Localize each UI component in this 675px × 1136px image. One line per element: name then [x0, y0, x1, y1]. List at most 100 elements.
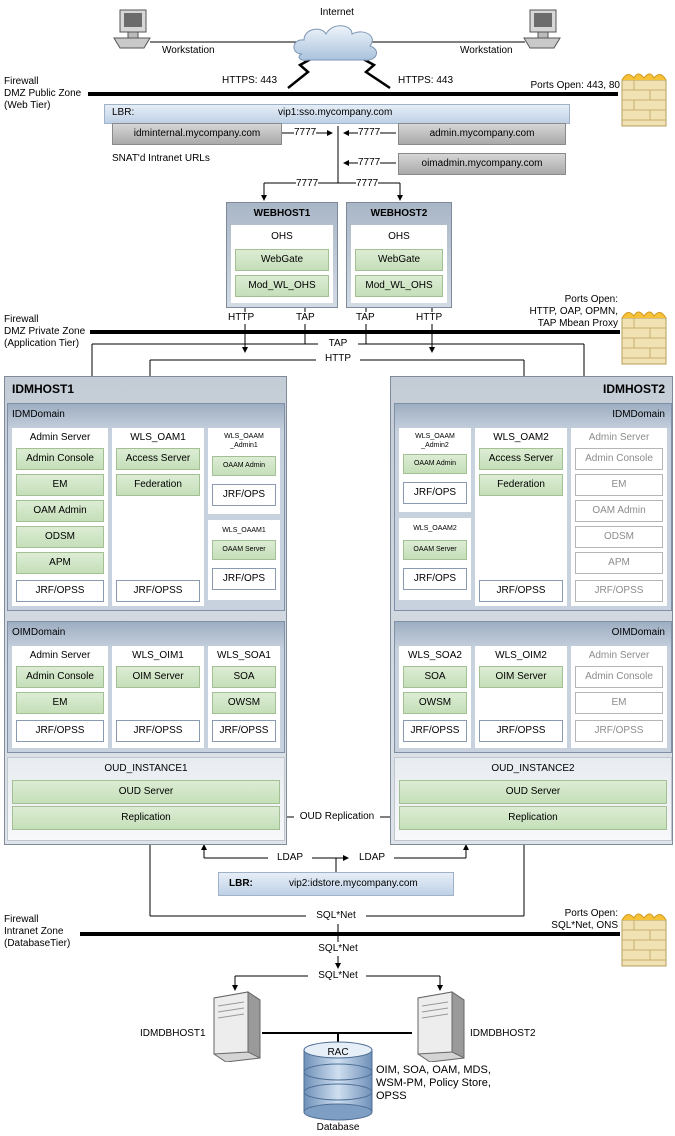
idm1-oam1-item: Federation — [116, 474, 200, 496]
firewall-intranet-label: Firewall Intranet Zone (DatabaseTier) — [4, 914, 71, 949]
idm2-oam2-item: Federation — [479, 474, 563, 496]
idm1-admin-item: ODSM — [16, 526, 104, 548]
sqlnet-label-1: SQL*Net — [316, 910, 356, 921]
idm2-admin-item: APM — [575, 552, 663, 574]
firewall-wall-icon-2 — [620, 308, 670, 371]
idm1-oim1-jrf: JRF/OPSS — [116, 720, 200, 742]
idm2-oim-admin-item: EM — [575, 692, 663, 714]
db-host2-label: IDMDBHOST2 — [470, 1028, 536, 1039]
idm1-soa1-item: OWSM — [212, 692, 276, 714]
idm1-oim-admin-jrf: JRF/OPSS — [16, 720, 104, 742]
internet-label: Internet — [320, 7, 354, 18]
webhost2-webgate: WebGate — [355, 249, 443, 271]
http-label-2: HTTP — [416, 312, 443, 324]
idm1-oud-server: OUD Server — [12, 780, 280, 804]
webhost2-box: WEBHOST2 OHS WebGate Mod_WL_OHS — [346, 202, 452, 308]
lbr1-vip: vip1:sso.mycompany.com — [278, 107, 393, 118]
idmhost2-idmdomain-label: IDMDomain — [612, 409, 665, 420]
ports-open-443-label: Ports Open: 443, 80 — [530, 80, 620, 91]
webhost1-box: WEBHOST1 OHS WebGate Mod_WL_OHS — [226, 202, 338, 308]
idm1-soa1-jrf: JRF/OPSS — [212, 720, 276, 742]
idm1-admin-jrf: JRF/OPSS — [16, 580, 104, 602]
idm1-oud-instance: OUD_INSTANCE1 OUD Server Replication — [7, 757, 285, 841]
tap-label-2: TAP — [356, 312, 375, 324]
idm2-oim2-title: WLS_OIM2 — [495, 650, 547, 661]
idm1-admin-item: OAM Admin — [16, 500, 104, 522]
database-label: Database — [316, 1122, 360, 1133]
idm1-oaam-admin-title: WLS_OAAM _Admin1 — [224, 433, 264, 449]
idmhost1-idmdomain: IDMDomain Admin Server Admin Console EM … — [7, 403, 285, 611]
webhost2-ohs-label: OHS — [388, 231, 410, 242]
idmhost2-title: IDMHOST2 — [602, 382, 665, 396]
idm1-wls-oam1: WLS_OAM1 Access Server Federation JRF/OP… — [112, 428, 204, 606]
port-7777-b: 7777 — [358, 127, 381, 139]
idm2-oud-title: OUD_INSTANCE2 — [491, 763, 575, 774]
idm2-soa2-item: OWSM — [403, 692, 467, 714]
idm2-oim-admin-item: Admin Console — [575, 666, 663, 688]
idm1-admin-title: Admin Server — [29, 432, 91, 443]
workstation-left-label: Workstation — [162, 45, 215, 56]
workstation-right-icon — [520, 8, 564, 55]
workstation-left-icon — [110, 8, 154, 55]
webhost2-title: WEBHOST2 — [370, 208, 428, 219]
idm2-wls-oaam-admin2: WLS_OAAM _Admin2 OAAM Admin JRF/OPS — [399, 428, 471, 512]
idm2-admin-server: Admin Server Admin Console EM OAM Admin … — [571, 428, 667, 606]
port-7777-d: 7777 — [296, 178, 319, 190]
webhost1-modwl: Mod_WL_OHS — [235, 275, 329, 297]
idm2-admin-item: ODSM — [575, 526, 663, 548]
idm2-oud-replication: Replication — [399, 806, 667, 830]
rac-label: RAC — [327, 1047, 349, 1058]
idm2-admin-item: EM — [575, 474, 663, 496]
workstation-right-label: Workstation — [460, 45, 513, 56]
db-server-icon-1 — [208, 990, 264, 1065]
idmhost1-oimdomain: OIMDomain Admin Server Admin Console EM … — [7, 621, 285, 753]
idm1-oim-admin-title: Admin Server — [29, 650, 91, 661]
idm1-wls-oaam1: WLS_OAAM1 OAAM Server JRF/OPS — [208, 520, 280, 600]
idm2-soa2-item: SOA — [403, 666, 467, 688]
idm2-oaam-admin-title: WLS_OAAM _Admin2 — [415, 433, 455, 449]
idm2-oam2-item: Access Server — [479, 448, 563, 470]
tap-mid-label: TAP — [318, 338, 358, 350]
webhost1-title: WEBHOST1 — [253, 208, 311, 219]
idmhost1-title: IDMHOST1 — [12, 382, 75, 396]
idm1-oim-admin-item: Admin Console — [16, 666, 104, 688]
idm1-oaam-admin-jrf: JRF/OPS — [212, 484, 276, 506]
idm1-oaam-title: WLS_OAAM1 — [222, 527, 266, 534]
oud-replication-label: OUD Replication — [299, 811, 375, 822]
idm2-admin-title: Admin Server — [588, 432, 650, 443]
webhost2-modwl: Mod_WL_OHS — [355, 275, 443, 297]
idm1-admin-item: Admin Console — [16, 448, 104, 470]
lbr2-vip: vip2:idstore.mycompany.com — [289, 878, 418, 889]
idm1-oaam-admin-item: OAAM Admin — [212, 456, 276, 476]
idm1-oaam-jrf: JRF/OPS — [212, 568, 276, 590]
db-contents-label: OIM, SOA, OAM, MDS, WSM-PM, Policy Store… — [376, 1064, 491, 1102]
oimadmin-url-box: oimadmin.mycompany.com — [398, 153, 566, 175]
database-icon — [300, 1040, 376, 1125]
lbr1-prefix: LBR: — [112, 107, 135, 118]
idm1-oim1-title: WLS_OIM1 — [132, 650, 184, 661]
idm1-oim-admin-item: EM — [16, 692, 104, 714]
idm2-oud-instance: OUD_INSTANCE2 OUD Server Replication — [394, 757, 672, 841]
idmhost1-box: IDMHOST1 IDMDomain Admin Server Admin Co… — [4, 376, 287, 845]
lbr-vip1-bar — [104, 104, 570, 124]
idm1-wls-oim1: WLS_OIM1 OIM Server JRF/OPSS — [112, 646, 204, 748]
port-7777-e: 7777 — [356, 178, 379, 190]
tap-label-1: TAP — [296, 312, 315, 324]
ldap-right-label: LDAP — [358, 852, 386, 863]
firewall-dmz-private-label: Firewall DMZ Private Zone (Application T… — [4, 314, 86, 349]
cloud-icon — [293, 25, 378, 61]
db-server-icon-2 — [412, 990, 468, 1065]
webhost1-webgate: WebGate — [235, 249, 329, 271]
idm2-oaam-item: OAAM Server — [403, 540, 467, 560]
firewall-intranet-line — [80, 932, 620, 936]
idm2-oim2-jrf: JRF/OPSS — [479, 720, 563, 742]
ports-open-http-label: Ports Open: HTTP, OAP, OPMN, TAP Mbean P… — [529, 294, 618, 329]
http-mid-label: HTTP — [316, 353, 360, 365]
sqlnet-label-2: SQL*Net — [318, 943, 358, 954]
webhost2-ohs-panel: OHS WebGate Mod_WL_OHS — [351, 225, 447, 303]
webhost1-ohs-panel: OHS WebGate Mod_WL_OHS — [231, 225, 333, 303]
idm1-oam1-jrf: JRF/OPSS — [116, 580, 200, 602]
idm1-oam1-item: Access Server — [116, 448, 200, 470]
idmhost2-oimdomain-label: OIMDomain — [611, 627, 665, 638]
idm1-oud-title: OUD_INSTANCE1 — [104, 763, 188, 774]
